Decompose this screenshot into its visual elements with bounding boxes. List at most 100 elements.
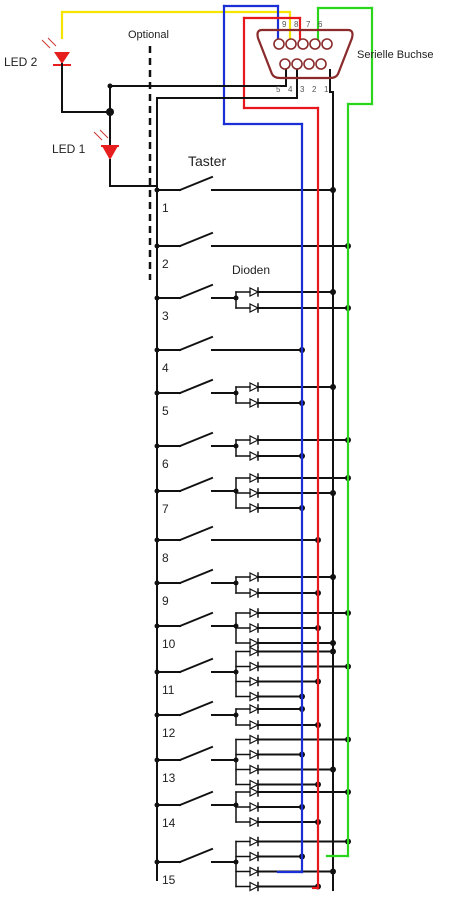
switch-number-7: 7: [162, 502, 169, 516]
switch-row-2: 2: [154, 231, 351, 271]
diode-symbol: [249, 881, 260, 892]
switch-number-8: 8: [162, 551, 169, 565]
switch-number-6: 6: [162, 457, 169, 471]
diode-symbol: [249, 851, 260, 862]
diode-symbol: [249, 734, 260, 745]
junction-dot: [107, 83, 113, 89]
connector-pin: [303, 58, 315, 70]
diode-symbol: [249, 638, 260, 648]
led1-label: LED 1: [52, 142, 86, 156]
pin-label: 3: [300, 85, 305, 94]
pin-label: 4: [288, 85, 293, 94]
connector-pin: [309, 38, 321, 50]
led2-triangle: [54, 52, 70, 64]
pin-label: 2: [312, 85, 317, 94]
diode-symbol: [249, 787, 260, 797]
diode-symbol: [249, 749, 260, 760]
connector-pin: [279, 58, 291, 70]
switch-number-9: 9: [162, 594, 169, 608]
switch-number-12: 12: [162, 726, 176, 740]
switch-lever: [178, 745, 214, 762]
diode-symbol: [249, 623, 260, 633]
diode-symbol: [249, 764, 260, 775]
switch-lever: [178, 790, 214, 807]
optional-label: Optional: [128, 29, 169, 41]
taster-label: Taster: [188, 153, 226, 169]
switch-row-10: 10: [154, 608, 351, 651]
connector-pin: [291, 58, 303, 70]
top-wiring: [41, 4, 374, 280]
diode-symbol: [249, 646, 260, 657]
connector-pin: [285, 38, 297, 50]
connector-pin: [273, 38, 285, 50]
pin-label: 7: [306, 20, 311, 29]
connector-pin: [315, 58, 327, 70]
led2-ray: [47, 37, 57, 47]
switch-row-14: 14: [154, 787, 351, 830]
diode-symbol: [249, 488, 260, 498]
diode-symbol: [249, 435, 260, 445]
switch-row-1: 1: [154, 175, 336, 215]
diode-symbol: [249, 473, 260, 483]
diode-symbol: [249, 704, 260, 714]
diode-symbol: [249, 572, 260, 582]
switch-number-13: 13: [162, 771, 176, 785]
switch-row-4: 4: [154, 335, 305, 375]
switch-row-11: 11: [154, 646, 351, 702]
switch-number-4: 4: [162, 361, 169, 375]
diode-symbol: [249, 691, 260, 702]
switch-lever: [178, 476, 214, 493]
switch-lever: [178, 378, 214, 395]
switch-row-7: 7: [154, 473, 351, 516]
led1-ray: [93, 131, 103, 141]
switch-number-5: 5: [162, 404, 169, 418]
led1-triangle: [102, 146, 118, 160]
switch-lever: [178, 525, 214, 542]
switch-lever: [178, 568, 214, 585]
switch-number-3: 3: [162, 309, 169, 323]
switch-row-5: 5: [154, 378, 336, 418]
diode-symbol: [249, 779, 260, 790]
diode-symbol: [249, 720, 260, 730]
pin-label: 8: [294, 20, 299, 29]
switch-lever: [178, 175, 214, 192]
switch-number-11: 11: [162, 683, 175, 697]
diode-symbol: [249, 303, 260, 313]
switch-number-10: 10: [162, 637, 176, 651]
switch-lever: [178, 700, 214, 717]
diode-symbol: [249, 398, 260, 408]
switch-number-2: 2: [162, 257, 169, 271]
diode-symbol: [249, 661, 260, 672]
diode-symbol: [249, 836, 260, 847]
diode-symbol: [249, 451, 260, 461]
led2-label: LED 2: [4, 55, 38, 69]
serial-socket-label: Serielle Buchse: [357, 49, 433, 61]
vertical-wires: [156, 91, 350, 891]
diode-symbol: [249, 802, 260, 812]
pin-label: 6: [318, 20, 323, 29]
diode-symbol: [249, 503, 260, 513]
diode-symbol: [249, 608, 260, 618]
pin-label: 1: [324, 85, 329, 94]
diode-symbol: [249, 588, 260, 598]
diode-symbol: [249, 817, 260, 827]
switch-row-3: 3: [154, 283, 351, 323]
dioden-label: Dioden: [232, 263, 270, 277]
switch-lever: [178, 611, 214, 628]
switch-row-8: 8: [154, 525, 321, 565]
switch-row-12: 12: [154, 700, 321, 740]
diode-symbol: [249, 676, 260, 687]
switch-row-13: 13: [154, 734, 351, 790]
switch-row-9: 9: [154, 568, 336, 608]
led2-ray: [41, 39, 51, 49]
connector-pin: [321, 38, 333, 50]
connector-shell: [256, 28, 354, 80]
diode-symbol: [249, 866, 260, 877]
switch-number-14: 14: [162, 816, 176, 830]
led1-ray: [99, 129, 109, 139]
switch-lever: [178, 657, 214, 674]
pin-label: 9: [282, 20, 287, 29]
pin-label: 5: [276, 85, 281, 94]
